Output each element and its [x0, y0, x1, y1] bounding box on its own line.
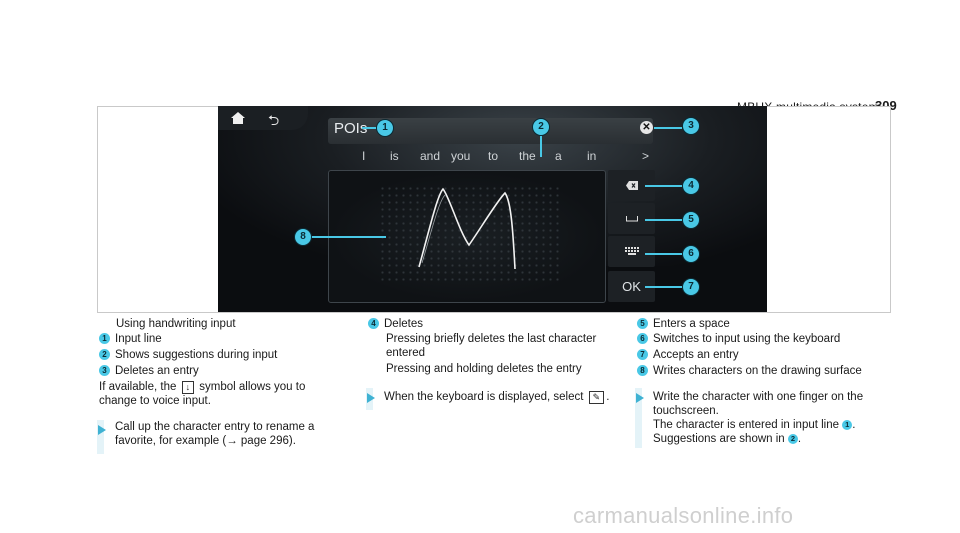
- step-arrow-icon: [636, 393, 644, 403]
- callout-6: 6: [682, 245, 700, 263]
- step-text: Call up the character entry to rename a: [115, 421, 315, 433]
- clear-icon[interactable]: ✕: [640, 121, 653, 134]
- legend-detail: entered: [386, 347, 426, 359]
- keyboard-icon: [624, 247, 639, 255]
- callout-5: 5: [682, 211, 700, 229]
- watermark: carmanualsonline.info: [573, 503, 794, 528]
- suggestion-item[interactable]: you: [451, 149, 471, 163]
- intro-text: Using handwriting input: [116, 318, 236, 330]
- callout-8: 8: [294, 228, 312, 246]
- suggestion-item[interactable]: a: [555, 149, 562, 163]
- suggestion-item[interactable]: the: [519, 149, 536, 163]
- input-text: POIs: [334, 120, 368, 137]
- step-text: favorite, for example (→ page 296).: [115, 435, 296, 447]
- voice-input-note-cont: change to voice input.: [99, 395, 211, 407]
- home-icon[interactable]: [231, 112, 245, 124]
- suggestion-item[interactable]: I: [362, 149, 366, 163]
- callout-4: 4: [682, 177, 700, 195]
- step-arrow-icon: [367, 393, 375, 403]
- voice-input-note: If available, the ↓ symbol allows you to: [99, 381, 306, 394]
- handwriting-screen: ⮌ POIs ✕ I is and you to the a in >: [218, 106, 767, 312]
- microphone-key-icon: ↓: [181, 381, 195, 394]
- suggestion-item[interactable]: to: [488, 149, 499, 163]
- step-text: Suggestions are shown in 2.: [653, 433, 802, 445]
- step-text: Write the character with one finger on t…: [653, 391, 864, 403]
- suggestion-item[interactable]: in: [587, 149, 597, 163]
- space-button[interactable]: [608, 203, 655, 234]
- step-text: touchscreen.: [653, 405, 719, 417]
- legend-detail: Pressing and holding deletes the entry: [386, 363, 582, 375]
- back-icon[interactable]: ⮌: [268, 112, 280, 128]
- step-text: The character is entered in input line 1…: [653, 419, 856, 431]
- callout-7: 7: [682, 278, 700, 296]
- suggestion-next-icon[interactable]: >: [642, 149, 650, 163]
- delete-button[interactable]: [608, 170, 655, 201]
- step-text: When the keyboard is displayed, select ✎…: [384, 391, 610, 404]
- home-bar: ⮌: [218, 106, 308, 130]
- keyboard-button[interactable]: [608, 236, 655, 267]
- callout-3: 3: [682, 117, 700, 135]
- legend-detail: Pressing briefly deletes the last charac…: [386, 333, 597, 345]
- space-icon: [625, 216, 638, 222]
- callout-2: 2: [532, 118, 550, 136]
- handwritten-m-stroke: [418, 187, 516, 270]
- backspace-icon: [625, 181, 638, 190]
- handwriting-key-icon: ✎: [588, 391, 605, 404]
- step-arrow-icon: [98, 425, 106, 435]
- suggestion-item[interactable]: is: [390, 149, 399, 163]
- suggestion-item[interactable]: and: [420, 149, 441, 163]
- callout-1: 1: [376, 119, 394, 137]
